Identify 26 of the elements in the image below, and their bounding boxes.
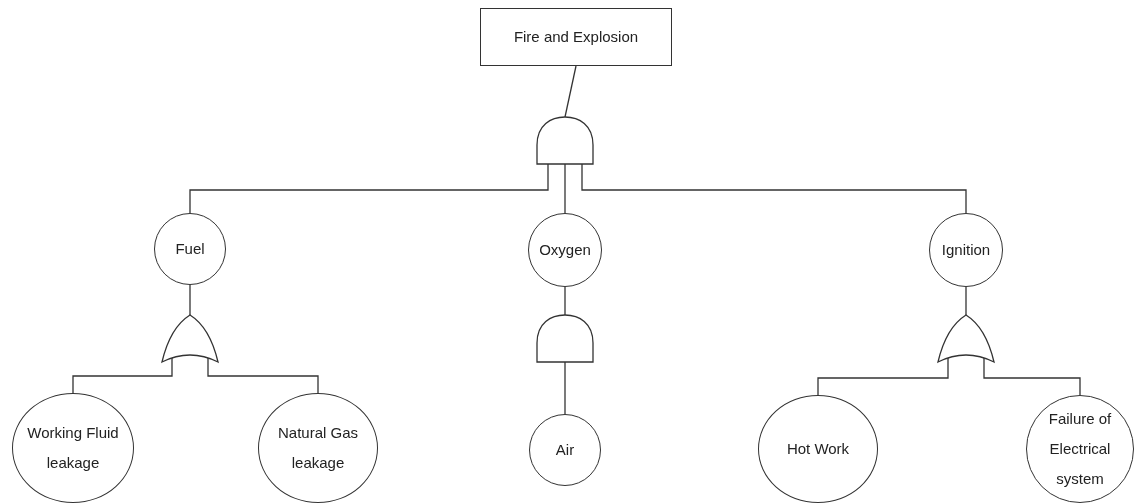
- connector-line: [564, 361, 566, 415]
- connector-line: [817, 357, 949, 396]
- or-gate: [938, 315, 994, 362]
- or-gate: [162, 315, 218, 362]
- connector-line: [564, 286, 566, 316]
- event-label: Hot Work: [785, 439, 851, 459]
- connector-line: [965, 286, 967, 316]
- event-label: Failure of Electrical system: [1047, 409, 1113, 489]
- connector-line: [983, 357, 1081, 396]
- connector-line: [581, 163, 967, 214]
- connector-line: [72, 357, 173, 394]
- event-label: Ignition: [940, 240, 992, 260]
- event-label: Air: [554, 440, 576, 460]
- event-label: Oxygen: [538, 240, 592, 260]
- connector-line: [564, 163, 566, 214]
- event-label: Natural Gas leakage: [276, 423, 359, 473]
- connector-line: [189, 163, 549, 214]
- event-box: [480, 8, 672, 66]
- event-label: Fuel: [174, 239, 206, 259]
- event-label: Fire and Explosion: [512, 27, 640, 47]
- and-gate: [537, 117, 593, 164]
- connector-line: [189, 284, 191, 316]
- and-gate: [537, 315, 593, 362]
- connector-line: [207, 357, 319, 394]
- connector-line: [564, 65, 577, 118]
- event-label: Working Fluid leakage: [26, 423, 120, 473]
